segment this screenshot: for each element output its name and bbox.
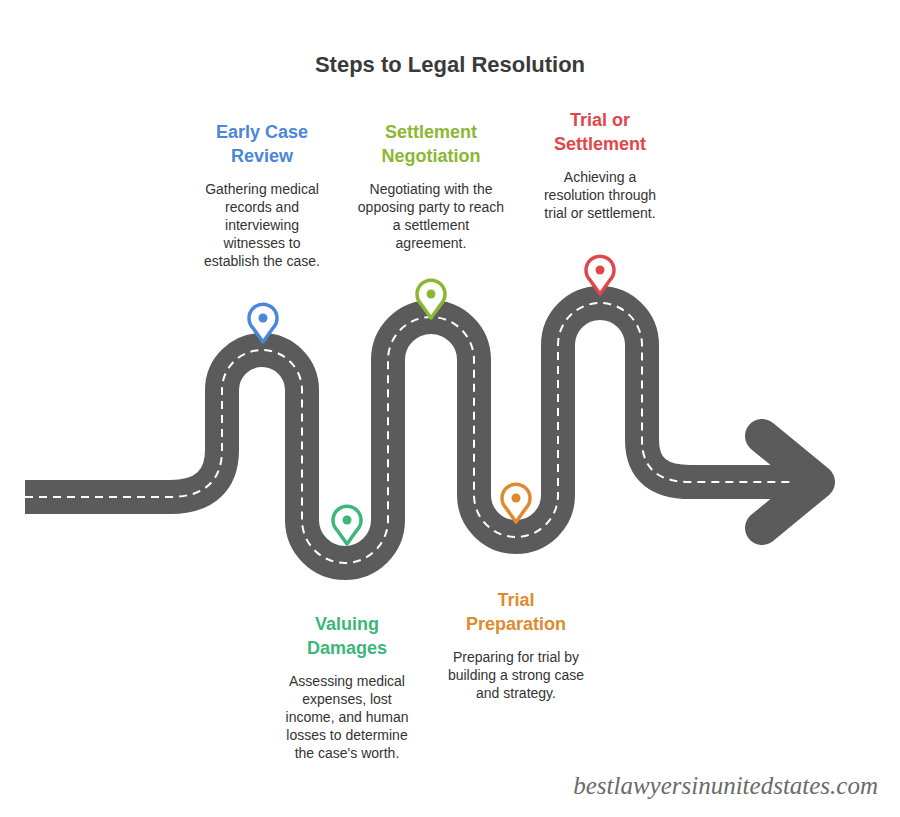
step-node: Trial PreparationPreparing for trial by … xyxy=(441,588,591,702)
step-heading: Valuing Damages xyxy=(282,612,412,660)
step-node: Trial or SettlementAchieving a resolutio… xyxy=(530,108,670,222)
step-node: Settlement NegotiationNegotiating with t… xyxy=(351,120,511,252)
step-heading: Early Case Review xyxy=(192,120,332,168)
pin-marker xyxy=(249,304,277,342)
diagram-title: Steps to Legal Resolution xyxy=(0,52,900,78)
step-description: Gathering medical records and interviewi… xyxy=(195,180,330,270)
step-heading: Trial or Settlement xyxy=(535,108,665,156)
step-heading: Settlement Negotiation xyxy=(356,120,506,168)
step-node: Valuing DamagesAssessing medical expense… xyxy=(272,612,422,762)
step-description: Assessing medical expenses, lost income,… xyxy=(277,672,417,762)
step-description: Negotiating with the opposing party to r… xyxy=(356,180,506,252)
step-description: Achieving a resolution through trial or … xyxy=(543,168,658,222)
road-centerline xyxy=(25,303,790,563)
pin-marker xyxy=(333,506,361,544)
road-surface xyxy=(25,303,805,563)
step-heading: Trial Preparation xyxy=(451,588,581,636)
step-node: Early Case ReviewGathering medical recor… xyxy=(187,120,337,270)
pin-marker xyxy=(502,484,530,522)
pin-marker xyxy=(586,256,614,294)
step-description: Preparing for trial by building a strong… xyxy=(446,648,586,702)
watermark: bestlawyersinunitedstates.com xyxy=(573,772,878,800)
pin-marker xyxy=(417,280,445,318)
